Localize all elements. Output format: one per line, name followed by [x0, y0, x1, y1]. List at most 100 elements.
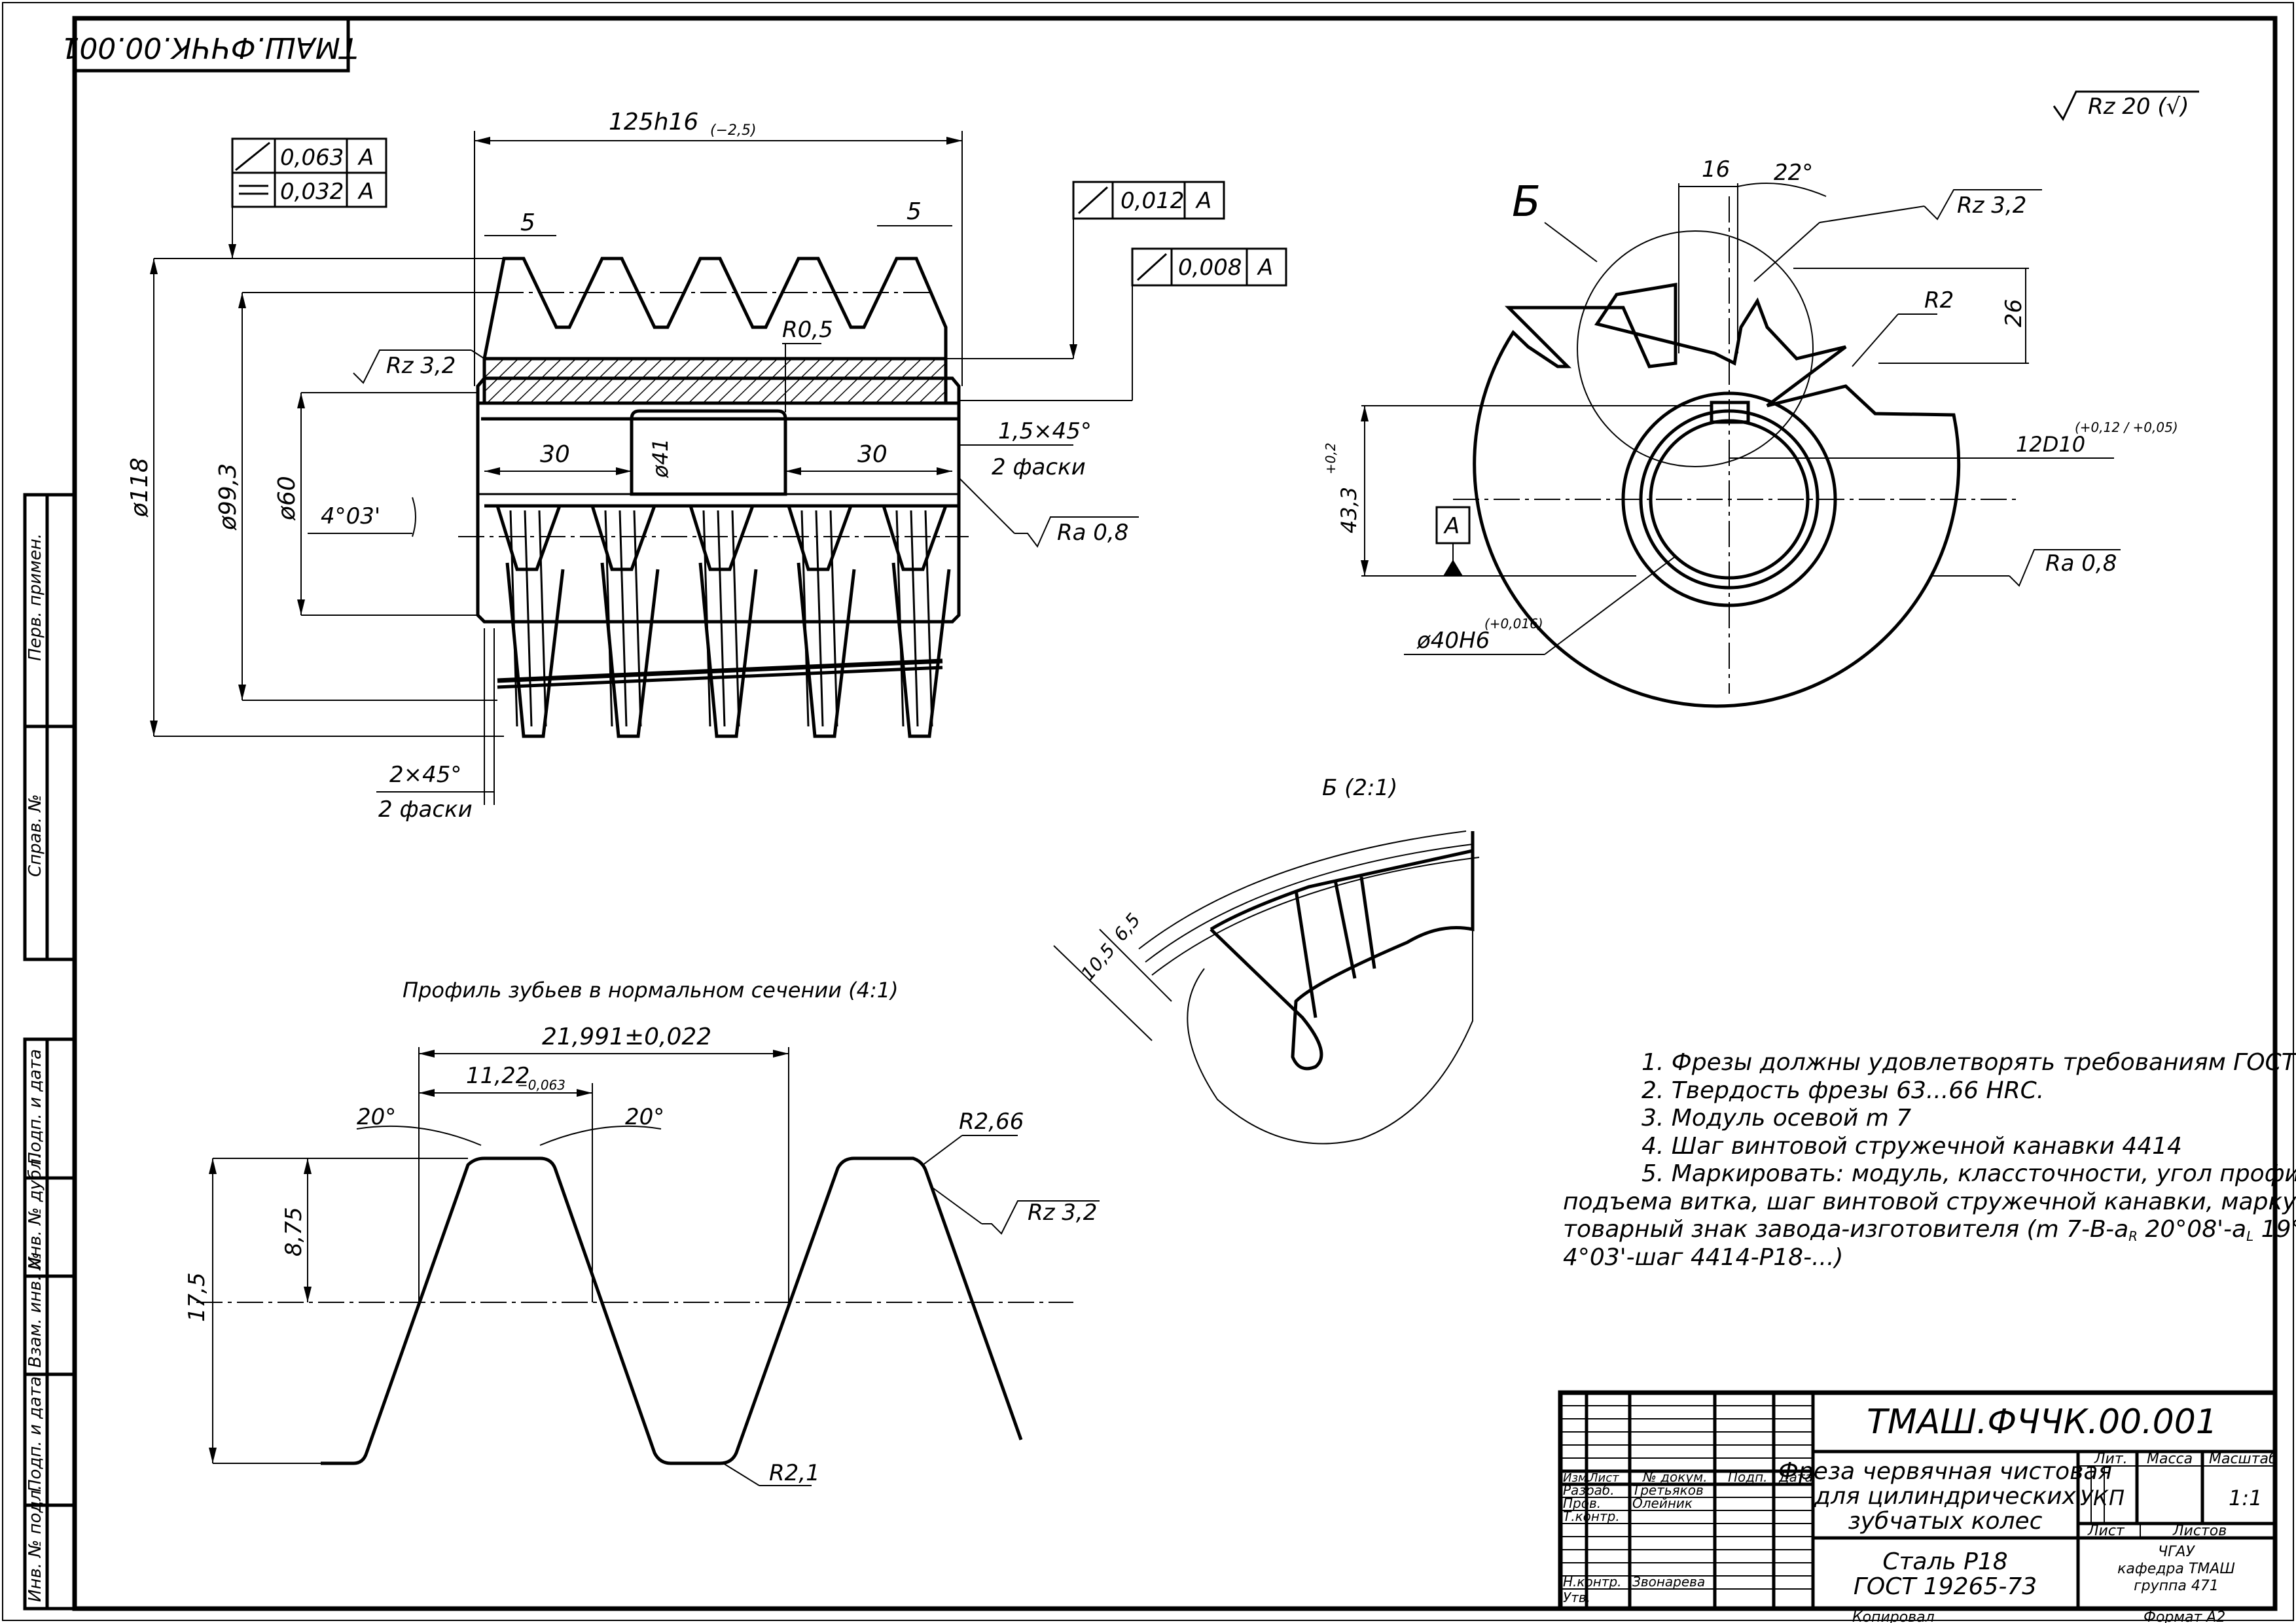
title-block: ТМАШ.ФЧЧК.00.001 Фреза червячная чистова… [1558, 1390, 2278, 1611]
hatch-line [588, 360, 634, 402]
profile-view: Профиль зубьев в нормальном сечении (4:1… [184, 978, 1100, 1486]
tb-scale: 1:1 [2229, 1486, 2263, 1510]
hatch-line [674, 360, 720, 402]
tooth-edge-line [702, 510, 711, 727]
tb-hdr-doc: № докум. [1642, 1469, 1708, 1485]
end-view-outline [1473, 283, 1961, 708]
hatch-line [804, 360, 850, 402]
hatch-line [545, 360, 590, 402]
tb-name-line3: зубчатых колес [1848, 1508, 2043, 1535]
dim-r2-66: R2,66 [959, 1109, 1024, 1135]
hatch-line [890, 360, 936, 402]
upper-thread-profile [482, 257, 948, 359]
dim-tooth-thickness-tol: −0,063 [517, 1077, 565, 1093]
dim-ra-right: Ra 0,8 [1057, 520, 1128, 546]
tol-runout-right2-value: 0,008 [1178, 255, 1242, 281]
dim-keyway-tol: (+0,12 / +0,05) [2075, 419, 2178, 435]
tb-masshtab-label: Масштаб [2209, 1451, 2278, 1467]
tb-lit-label: Лит. [2094, 1451, 2128, 1467]
hatch-line [818, 360, 864, 402]
hatch-line [487, 360, 533, 402]
hatch-line [876, 360, 922, 402]
tol-runout-left-datum: A [357, 145, 374, 171]
tooth-edge-line [895, 510, 905, 727]
tooth-profile [321, 1156, 1023, 1465]
tb-hdr-list: Лист [1588, 1471, 1619, 1485]
stamp-inv-dubl: Инв. № дубл. [26, 1153, 45, 1270]
hatch-line [861, 360, 907, 402]
tooth-edge-line [717, 510, 726, 727]
detail-b-view: Б (2:1) 6,5 10,5 [1053, 775, 1480, 1145]
hatch-line [717, 360, 763, 402]
dim-detail-10-5: 10,5 [1077, 940, 1119, 985]
dim-keyway-depth: 43,3 [1336, 487, 1361, 533]
hatch-line [501, 360, 547, 402]
tol-flatness-left-datum: A [357, 179, 374, 205]
tooth-edge-line [633, 510, 642, 727]
tb-list-label: Лист [2087, 1523, 2125, 1539]
dim-chamfer-len-left: 5 [520, 209, 535, 236]
dim-length: 125h16 [609, 109, 698, 135]
hatch-line [602, 360, 648, 402]
dim-depth-26: 26 [2001, 299, 2027, 327]
stamp-sprav-no: Справ. № [26, 794, 45, 877]
tb-material-line2: ГОСТ 19265-73 [1854, 1573, 2037, 1600]
dim-chamfer-right-note: 2 фаски [992, 454, 1086, 480]
hatch-line [761, 360, 806, 402]
tol-frame-right-2: 0,008 A [959, 247, 1287, 401]
note-1: 1. Фрезы должны удовлетворять требования… [1641, 1049, 2296, 1076]
tol-runout-left-value: 0,063 [280, 145, 344, 171]
dim-rz-tooth: Rz 3,2 [1957, 192, 2026, 219]
tb-razrab-name: Третьяков [1632, 1482, 1704, 1498]
stamp-podp-data-1: Подп. и дата [26, 1049, 45, 1165]
hatch-line [732, 360, 778, 402]
hatch-line [775, 360, 821, 402]
tooth-edge-line [731, 510, 740, 727]
dim-r2: R2 [1924, 287, 1954, 313]
dim-dia-99-3: ø99,3 [215, 463, 242, 531]
dim-dia-118: ø118 [126, 457, 153, 518]
dim-seg-left: 30 [540, 441, 570, 468]
tb-hdr-podp: Подп. [1728, 1469, 1768, 1485]
tb-org-line3: группа 471 [2134, 1578, 2219, 1594]
tooth-edge-line [604, 510, 613, 727]
tol-frame-left: 0,063 A 0,032 A [228, 137, 387, 259]
hatch-line [573, 360, 619, 402]
tooth-edge-line [800, 510, 810, 727]
tooth-edge-line [910, 510, 919, 727]
hatch-line [486, 360, 518, 391]
tb-tkontr-label: Т.контр. [1563, 1508, 1620, 1524]
dim-angle-left: 20° [357, 1104, 396, 1130]
tb-prov-name: Олейник [1632, 1495, 1693, 1511]
dim-detail-6-5: 6,5 [1109, 909, 1145, 945]
tol-frame-right-1: 0,012 A [946, 181, 1225, 359]
hatch-line [905, 363, 944, 402]
tb-nkontr-name: Звонарева [1632, 1574, 1705, 1590]
tb-nkontr-label: Н.контр. [1563, 1574, 1622, 1590]
tooth-edge-line [619, 510, 628, 727]
tb-listov-label: Листов [2172, 1523, 2227, 1539]
view-label-b: Б [1512, 178, 1541, 226]
dim-seg-right: 30 [857, 441, 888, 468]
hatch-line [486, 360, 504, 378]
tol-flatness-left-value: 0,032 [280, 179, 344, 205]
stamp-perv-primen: Перв. примен. [26, 533, 45, 661]
hatch-line [645, 360, 691, 402]
tb-kopiroval: Копировал [1852, 1609, 1935, 1623]
dim-rz-profile: Rz 3,2 [1028, 1200, 1097, 1226]
general-roughness-mark: Rz 20 (√) [2053, 90, 2199, 121]
stamp-inv-podl: Инв. № подл. [26, 1485, 45, 1602]
dim-height-17-5: 17,5 [184, 1272, 210, 1322]
tooth-edge-line [509, 510, 518, 727]
note-4: 4. Шаг винтовой стружечной канавки 4414 [1641, 1133, 2182, 1160]
note-2: 2. Твердость фрезы 63...66 HRC. [1641, 1077, 2044, 1104]
tb-massa-label: Масса [2147, 1451, 2193, 1467]
dim-height-8-75: 8,75 [281, 1207, 307, 1257]
lower-teeth [495, 505, 951, 738]
tb-material-line1: Сталь Р18 [1882, 1548, 2007, 1575]
hatch-line [933, 391, 944, 402]
stamp-vzam-inv: Взам. инв. № [26, 1252, 45, 1368]
tooth-edge-line [924, 510, 933, 727]
hatch-line [703, 360, 749, 402]
